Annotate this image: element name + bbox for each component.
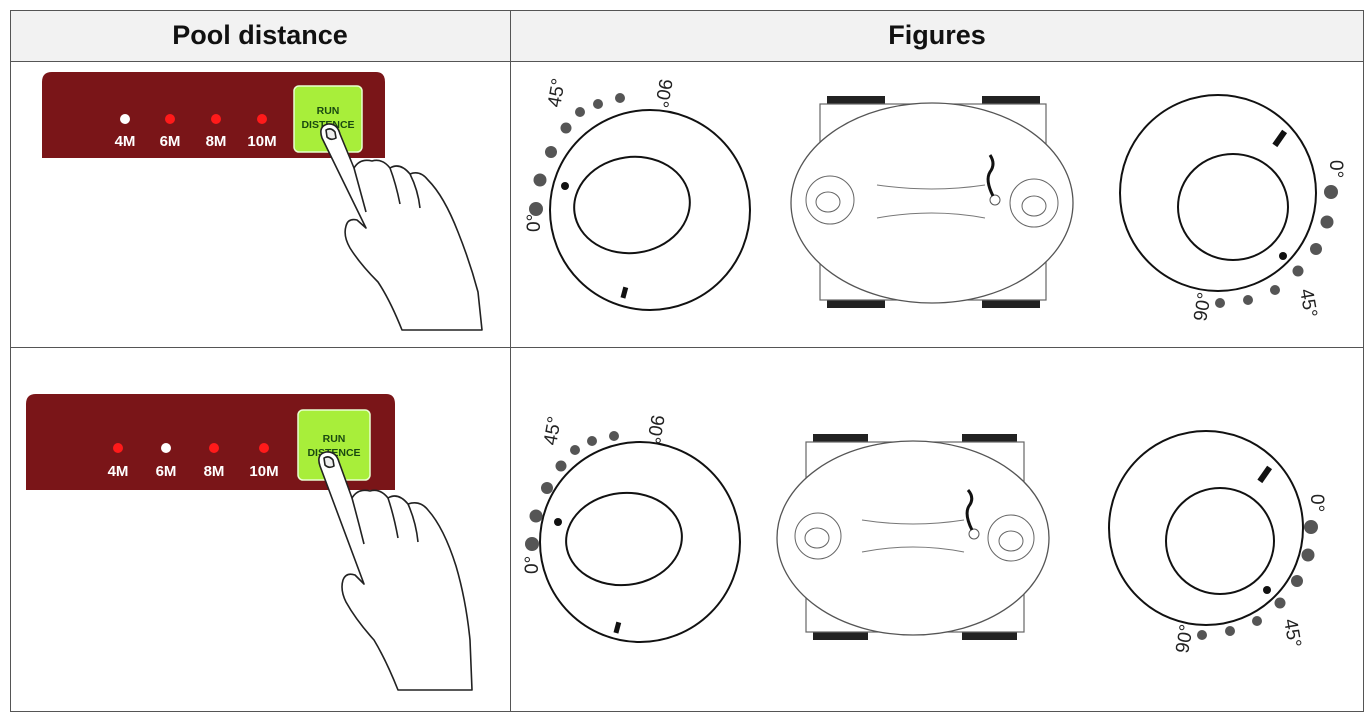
label-8m: 8M: [204, 463, 225, 480]
angle-dots: [525, 431, 619, 551]
deg-0-label: 0°: [524, 214, 545, 232]
label-4m: 4M: [108, 463, 129, 480]
dial-outer-ring: [1108, 430, 1304, 626]
robot-body: [776, 440, 1050, 636]
robot-body-contour: [861, 519, 965, 553]
led-4m: [120, 114, 130, 124]
track-bottom-left: [813, 632, 868, 640]
table-border-bottom: [10, 711, 1364, 712]
robot-body: [790, 102, 1074, 304]
led-8m: [211, 114, 221, 124]
track-top-right: [982, 96, 1040, 104]
control-panel-row1: 4M 6M 8M 10M RUN DISTENCE: [42, 72, 483, 331]
led-10m: [259, 443, 269, 453]
deg-0-label: 0°: [1306, 494, 1327, 512]
robot-dial-right: [987, 514, 1035, 562]
robot-cable: [965, 489, 974, 531]
header-figures: Figures: [888, 20, 986, 50]
dial-marker-bar: [1257, 465, 1273, 484]
robot-body-contour: [876, 184, 986, 219]
dial-marker-bar: [613, 621, 622, 634]
led-6m: [165, 114, 175, 124]
deg-45-label: 45°: [540, 415, 566, 447]
table-header-row: [10, 10, 1364, 61]
led-6m: [161, 443, 171, 453]
angle-dots: [1215, 185, 1338, 308]
label-10m: 10M: [249, 463, 278, 480]
deg-90-label: 90°: [1172, 623, 1198, 655]
column-divider: [510, 10, 511, 712]
deg-90-label: 90°: [1190, 291, 1216, 323]
robot-cable: [986, 154, 995, 197]
robot-dial-left: [794, 512, 842, 560]
run-button-line1: RUN: [317, 105, 340, 117]
deg-90-label: 90°: [650, 77, 676, 109]
robot-dial-left: [805, 175, 855, 225]
deg-0-label: 0°: [522, 556, 543, 574]
led-4m: [113, 443, 123, 453]
track-top-right: [962, 434, 1017, 442]
dial-marker-bar: [620, 286, 629, 299]
robot-dial-right: [1009, 178, 1059, 228]
label-6m: 6M: [160, 133, 181, 150]
run-button-line1: RUN: [323, 433, 346, 445]
label-4m: 4M: [115, 133, 136, 150]
deg-90-label: 90°: [642, 413, 668, 445]
dial-marker-bar: [1272, 129, 1288, 148]
deg-0-label: 0°: [1325, 160, 1346, 178]
dial-inner-ellipse: [1165, 487, 1275, 595]
table-border-top: [10, 10, 1364, 11]
dial-marker-dot: [554, 518, 562, 526]
angle-dots: [529, 93, 625, 216]
row-divider: [10, 347, 1364, 348]
dial-inner-ellipse: [1177, 153, 1289, 261]
distance-indicators: 4M 6M 8M 10M: [108, 443, 279, 480]
run-distance-button[interactable]: RUN DISTENCE: [293, 85, 363, 153]
label-8m: 8M: [206, 133, 227, 150]
dial-marker-dot: [1263, 586, 1271, 594]
led-8m: [209, 443, 219, 453]
label-10m: 10M: [247, 133, 276, 150]
distance-indicators: 4M 6M 8M 10M: [115, 114, 277, 150]
deg-45-label: 45°: [1279, 617, 1305, 649]
deg-45-label: 45°: [1295, 287, 1321, 319]
dial-inner-ellipse: [565, 491, 683, 587]
pressing-hand-icon: [320, 123, 483, 331]
dial-outer-ring: [539, 441, 741, 643]
dial-marker-dot: [1279, 252, 1287, 260]
pressing-hand-icon: [318, 451, 473, 691]
table-border-right: [1363, 10, 1364, 712]
deg-45-label: 45°: [544, 77, 570, 109]
table-border-left: [10, 10, 11, 712]
header-pool-distance: Pool distance: [172, 20, 348, 50]
dial-marker-dot: [561, 182, 569, 190]
robot-cable-port: [968, 528, 980, 540]
track-top-left: [827, 96, 885, 104]
track-bottom-left: [827, 300, 885, 308]
header-divider: [10, 61, 1364, 62]
dial-outer-ring: [1119, 94, 1317, 292]
label-6m: 6M: [156, 463, 177, 480]
track-top-left: [813, 434, 868, 442]
dial-outer-ring: [549, 109, 751, 311]
robot-cable-port: [989, 194, 1001, 206]
control-panel-row2: 4M 6M 8M 10M RUN DISTENCE: [26, 394, 473, 691]
track-bottom-right: [962, 632, 1017, 640]
dial-inner-ellipse: [573, 155, 691, 255]
track-bottom-right: [982, 300, 1040, 308]
led-10m: [257, 114, 267, 124]
angle-dots: [1197, 520, 1318, 640]
